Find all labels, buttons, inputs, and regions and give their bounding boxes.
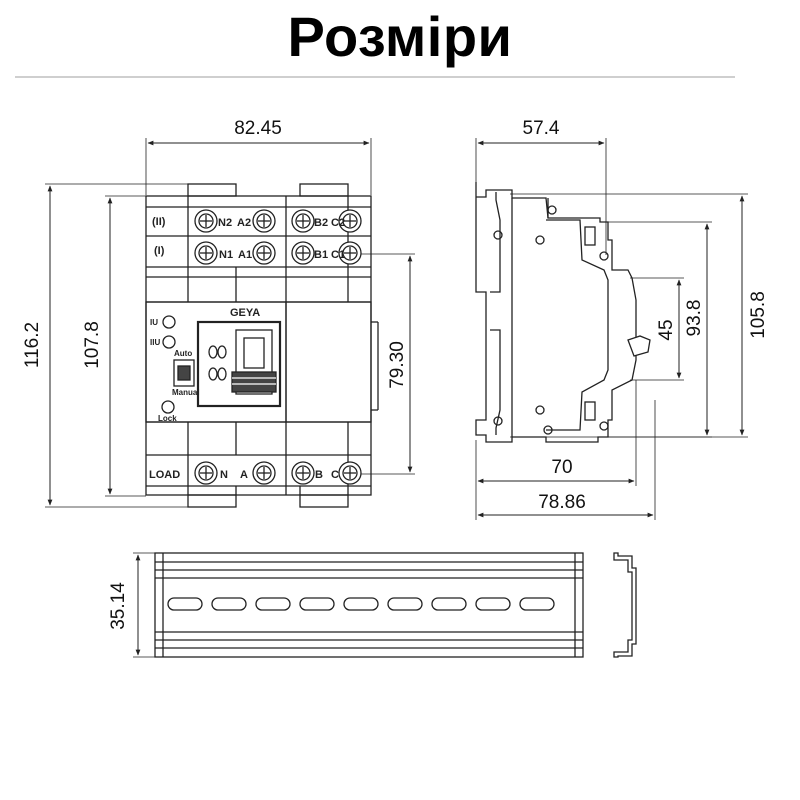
- terminal-screw-b: [291, 461, 315, 485]
- terminal-screw-a1: [252, 241, 276, 265]
- load-label: LOAD: [149, 469, 180, 481]
- side-dim-70: 70: [551, 457, 572, 478]
- front-terminal-screws: [194, 209, 362, 485]
- terminal-screw-c2: [338, 209, 362, 233]
- switch-label-manual: Manual: [172, 388, 200, 397]
- terminal-label-b1: B1: [314, 249, 328, 261]
- rail-height-dim: 35.14: [108, 582, 129, 630]
- indicator-label-2: IIU: [150, 338, 160, 347]
- row-label-1: (I): [154, 245, 165, 257]
- indicator-lamp-2: [162, 335, 176, 349]
- terminal-label-n2: N2: [218, 217, 232, 229]
- switch-label-auto: Auto: [174, 349, 192, 358]
- side-view: [475, 138, 748, 520]
- terminal-screw-a: [252, 461, 276, 485]
- side-dim-105-8: 105.8: [748, 291, 769, 339]
- lock-label: Lock: [158, 414, 177, 423]
- rail-body: [154, 552, 584, 658]
- rail-slot: [475, 597, 511, 611]
- terminal-screw-b1: [291, 241, 315, 265]
- terminal-label-n: N: [220, 469, 228, 481]
- rail-slot: [431, 597, 467, 611]
- front-body: [145, 195, 372, 496]
- side-dim-93-8: 93.8: [684, 300, 705, 337]
- terminal-label-c2: C2: [331, 217, 345, 229]
- front-handle-window: [196, 320, 282, 408]
- brand-label: GEYA: [230, 307, 260, 319]
- front-total-height-dim: 116.2: [22, 322, 43, 368]
- din-rail: [133, 552, 637, 658]
- terminal-screw-n: [194, 461, 218, 485]
- terminal-screw-a2: [252, 209, 276, 233]
- rail-slot: [343, 597, 379, 611]
- terminal-label-a1: A1: [238, 249, 252, 261]
- terminal-label-a: A: [240, 469, 248, 481]
- row-label-2: (II): [152, 216, 166, 228]
- rail-slot: [255, 597, 291, 611]
- front-mode-switch: [173, 359, 195, 387]
- lock-indicator: [161, 400, 175, 414]
- terminal-screw-b2: [291, 209, 315, 233]
- rail-slot: [167, 597, 203, 611]
- terminal-label-b: B: [315, 469, 323, 481]
- front-width-dim: 82.45: [234, 118, 282, 139]
- front-terminal-span-dim: 79.30: [387, 341, 408, 389]
- rail-profile: [613, 552, 637, 658]
- terminal-label-c1: C1: [331, 249, 345, 261]
- terminal-screw-c1: [338, 241, 362, 265]
- side-body-outline: [475, 182, 637, 443]
- rail-slot: [211, 597, 247, 611]
- terminal-label-a2: A2: [237, 217, 251, 229]
- terminal-screw-n1: [194, 241, 218, 265]
- side-top-dim: 57.4: [523, 118, 560, 139]
- terminal-screw-n2: [194, 209, 218, 233]
- terminal-label-n1: N1: [219, 249, 233, 261]
- front-body-height-dim: 107.8: [82, 321, 103, 369]
- side-dim-45: 45: [656, 319, 677, 340]
- page-title: Розміри: [287, 5, 513, 68]
- side-dim-78-86: 78.86: [538, 492, 586, 513]
- terminal-screw-c: [338, 461, 362, 485]
- front-control-panel: [145, 301, 287, 423]
- side-handle: [627, 335, 651, 357]
- rail-slot: [299, 597, 335, 611]
- indicator-label-1: IU: [150, 318, 158, 327]
- terminal-label-c: C: [331, 469, 339, 481]
- indicator-lamp-1: [162, 315, 176, 329]
- rail-slot: [519, 597, 555, 611]
- terminal-label-b2: B2: [314, 217, 328, 229]
- rail-slot: [387, 597, 423, 611]
